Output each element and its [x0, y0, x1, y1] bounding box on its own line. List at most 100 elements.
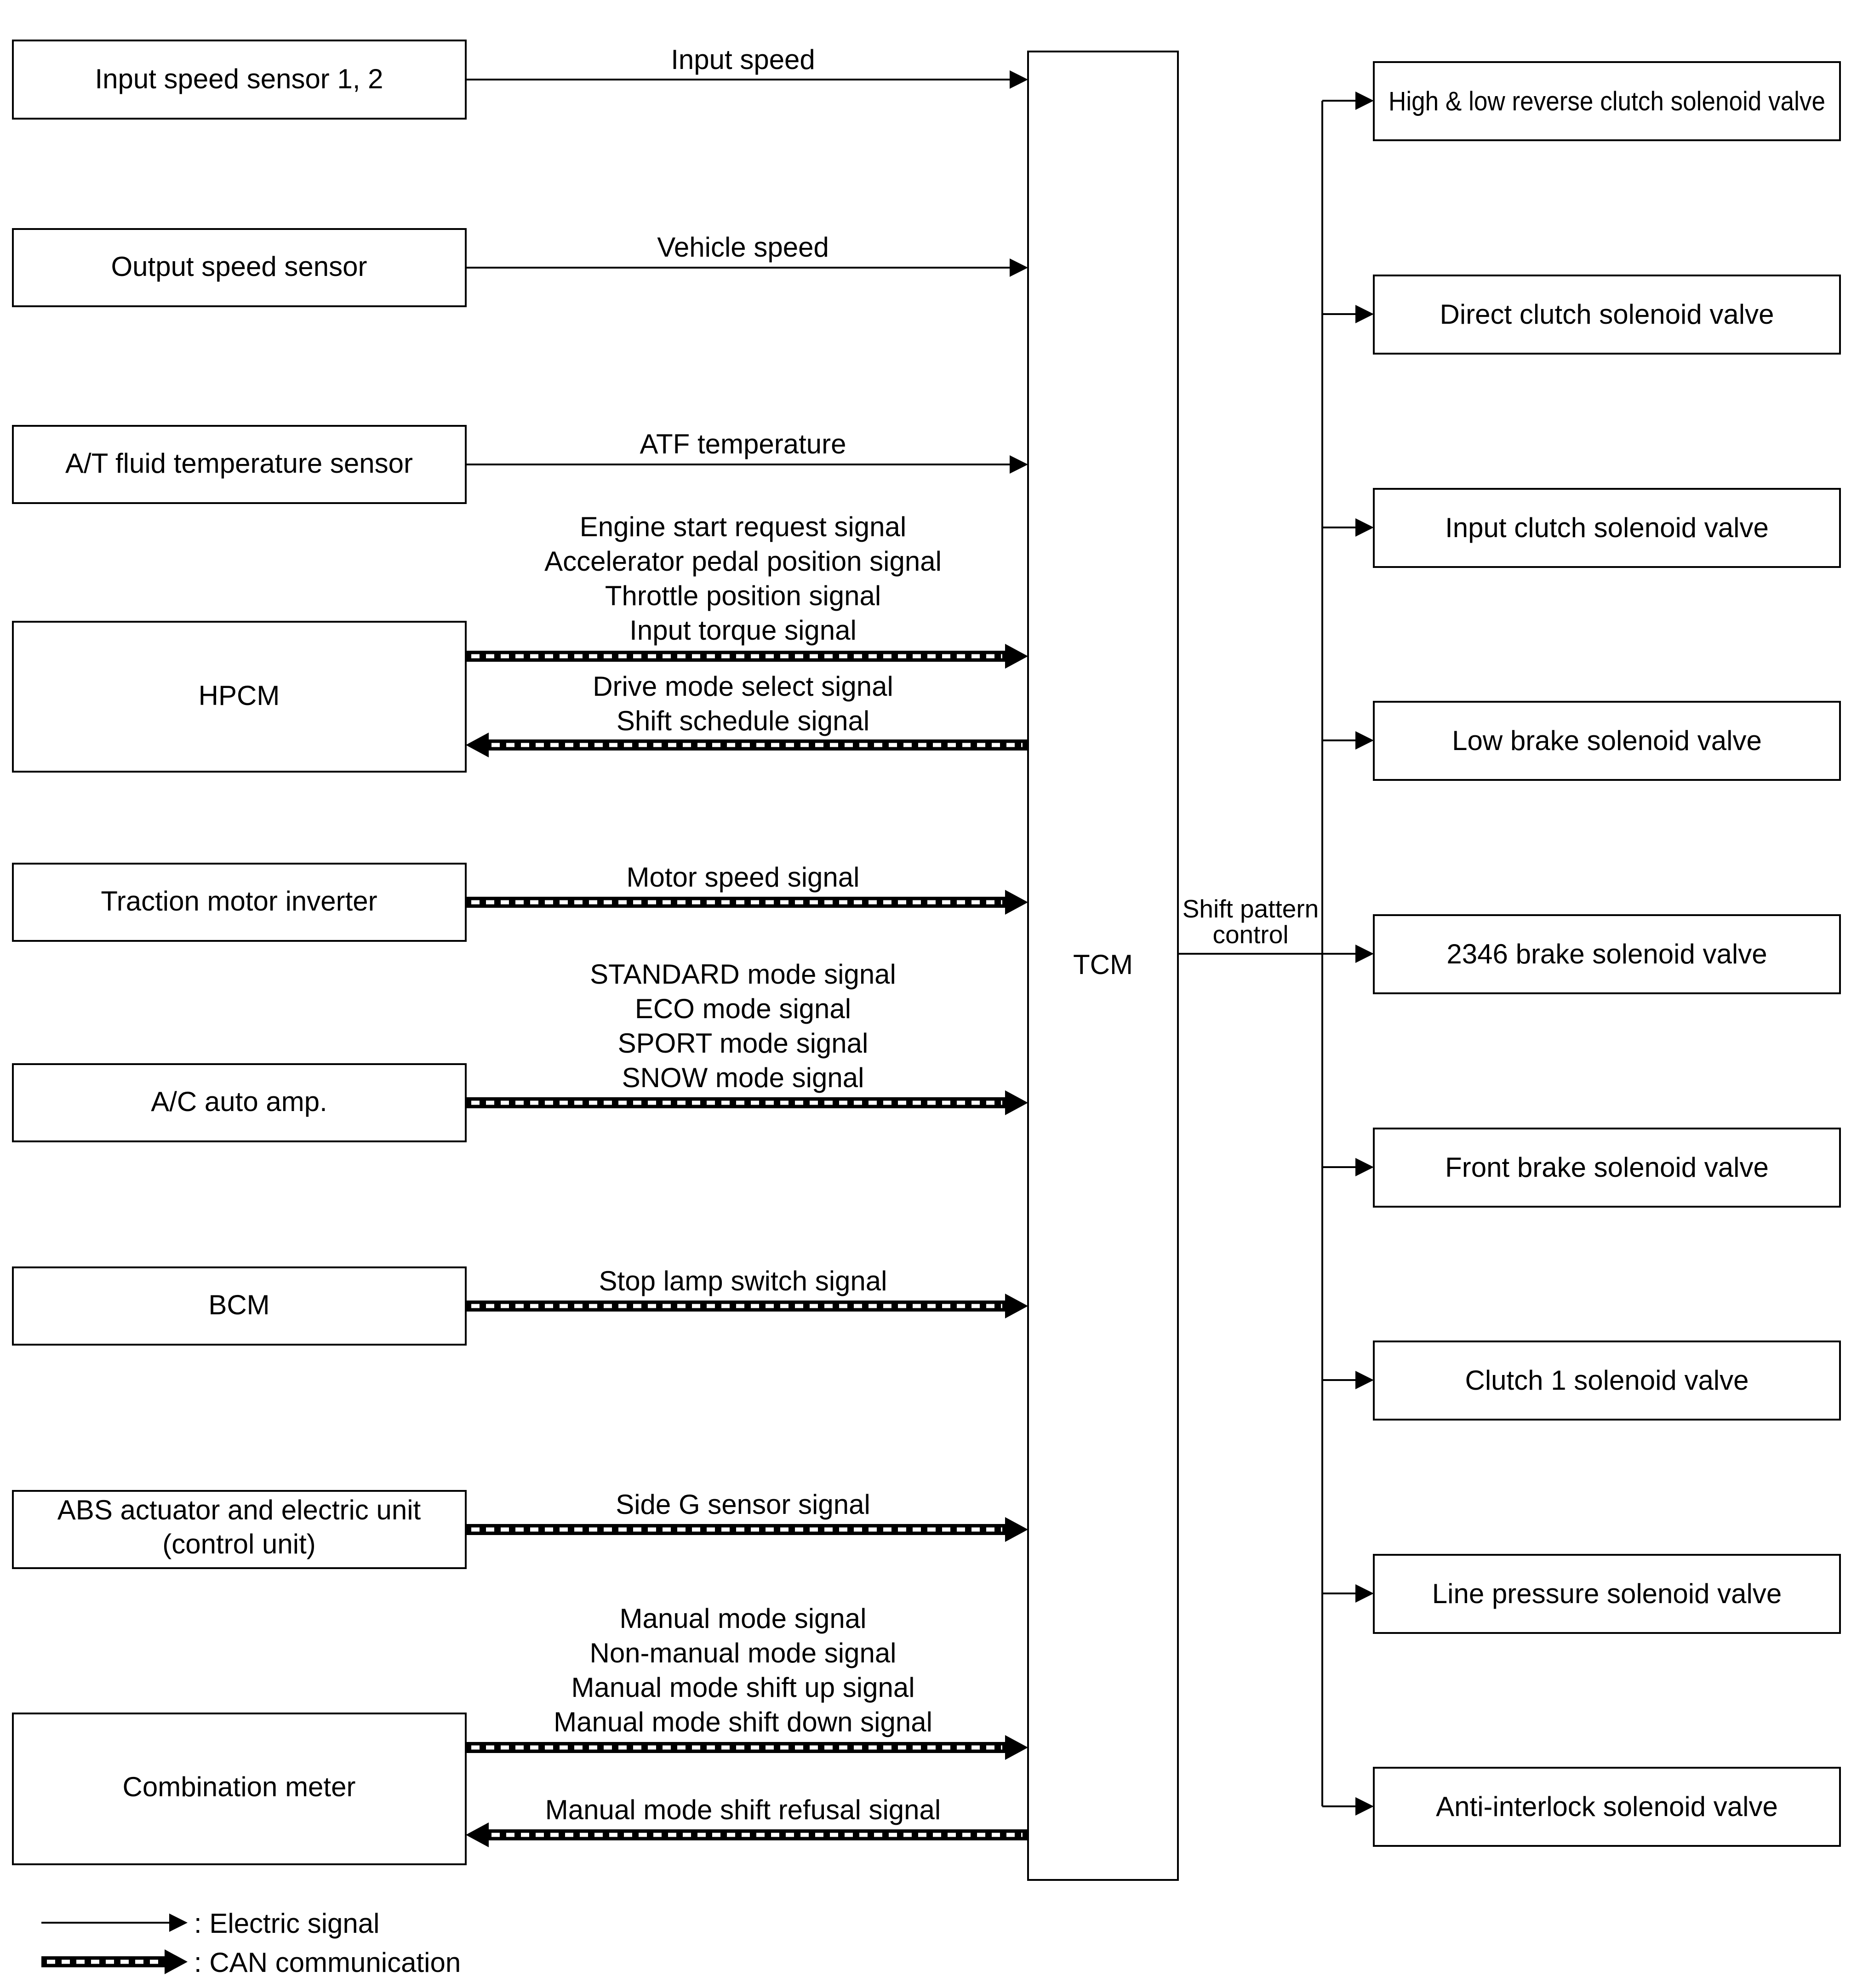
- signal-atf-temperature: ATF temperature: [466, 429, 1028, 474]
- output-speed-sensor-label: Output speed sensor: [111, 251, 367, 282]
- arrow-right-icon: [1010, 70, 1028, 89]
- solenoid-box: [1373, 1554, 1841, 1634]
- traction-motor-inverter-label: Traction motor inverter: [101, 886, 377, 917]
- arrow-right-icon: [1355, 1371, 1374, 1389]
- arrow-right-icon: [1355, 518, 1374, 537]
- signal-label: Input speed: [671, 44, 815, 75]
- ac-auto-amp-label: A/C auto amp.: [151, 1086, 327, 1117]
- arrow-right-icon: [1355, 1158, 1374, 1176]
- output-low-brake: Low brake solenoid valve: [1322, 701, 1841, 781]
- bcm-block: BCM: [12, 1266, 467, 1346]
- can-motor-speed: Motor speed signal: [466, 862, 1028, 915]
- legend-can: : CAN communication: [41, 1947, 461, 1978]
- arrow-left-icon: [466, 733, 489, 757]
- input-speed-sensor-block: Input speed sensor 1, 2: [12, 40, 467, 120]
- legend: : Electric signal : CAN communication: [41, 1908, 461, 1978]
- arrow-right-icon: [1010, 258, 1028, 277]
- arrow-right-icon: [1005, 1294, 1028, 1318]
- hpcm-label: HPCM: [199, 680, 280, 711]
- can-side-g: Side G sensor signal: [466, 1489, 1028, 1542]
- output-input-clutch: Input clutch solenoid valve: [1322, 488, 1841, 568]
- output-2346-brake: 2346 brake solenoid valve: [1322, 914, 1841, 994]
- ac-auto-amp-block: A/C auto amp.: [12, 1063, 467, 1142]
- solenoid-label: Front brake solenoid valve: [1445, 1152, 1769, 1183]
- solenoid-label: Line pressure solenoid valve: [1432, 1578, 1782, 1609]
- can-tcm-to-meter: Manual mode shift refusal signal: [466, 1794, 1028, 1847]
- solenoid-box: [1373, 701, 1841, 781]
- signal-label: Vehicle speed: [657, 232, 829, 263]
- abs-block: ABS actuator and electric unit (control …: [12, 1490, 467, 1569]
- solenoid-label: Low brake solenoid valve: [1452, 725, 1762, 756]
- can-tcm-to-hpcm: Drive mode select signal Shift schedule …: [466, 671, 1028, 757]
- output-direct-clutch: Direct clutch solenoid valve: [1322, 275, 1841, 355]
- signal-label: Engine start request signal: [580, 511, 906, 542]
- arrow-right-icon: [1005, 1517, 1028, 1542]
- signal-input-speed: Input speed: [466, 44, 1028, 89]
- arrow-right-icon: [1355, 1797, 1374, 1816]
- output-line-pressure: Line pressure solenoid valve: [1322, 1554, 1841, 1634]
- hpcm-box: [12, 621, 467, 773]
- solenoid-label: High & low reverse clutch solenoid valve: [1388, 86, 1825, 116]
- output-anti-interlock: Anti-interlock solenoid valve: [1322, 1767, 1841, 1847]
- arrow-right-icon: [165, 1949, 188, 1974]
- atf-temp-sensor-label: A/T fluid temperature sensor: [65, 448, 413, 479]
- tcm-box: [1027, 51, 1179, 1881]
- bcm-label: BCM: [208, 1289, 269, 1320]
- arrow-right-icon: [1010, 455, 1028, 474]
- bcm-box: [12, 1266, 467, 1346]
- signal-label: Manual mode shift down signal: [554, 1707, 932, 1737]
- abs-label-line1: ABS actuator and electric unit: [57, 1495, 421, 1525]
- output-speed-sensor-box: [12, 228, 467, 307]
- signal-label: Side G sensor signal: [616, 1489, 870, 1520]
- signal-label: Drive mode select signal: [593, 671, 893, 702]
- solenoid-box: [1373, 1128, 1841, 1208]
- arrow-right-icon: [1005, 644, 1028, 669]
- tcm-label: TCM: [1073, 949, 1133, 980]
- arrow-right-icon: [1355, 731, 1374, 750]
- solenoid-box: [1373, 275, 1841, 355]
- arrow-right-icon: [1355, 945, 1374, 963]
- abs-label-line2: (control unit): [162, 1529, 315, 1559]
- can-meter-to-tcm: Manual mode signal Non-manual mode signa…: [466, 1603, 1028, 1760]
- combination-meter-label: Combination meter: [123, 1771, 356, 1802]
- signal-label: Shift schedule signal: [617, 705, 869, 736]
- signal-label: Manual mode shift refusal signal: [545, 1794, 941, 1825]
- solenoid-label: Anti-interlock solenoid valve: [1436, 1791, 1778, 1822]
- signal-label: Non-manual mode signal: [589, 1638, 896, 1668]
- solenoid-label: Input clutch solenoid valve: [1445, 512, 1769, 543]
- solenoid-box: [1373, 1341, 1841, 1421]
- atf-temp-sensor-box: [12, 425, 467, 504]
- signal-label: SNOW mode signal: [622, 1062, 864, 1093]
- traction-motor-inverter-block: Traction motor inverter: [12, 863, 467, 942]
- bus-label-line1: Shift pattern: [1183, 894, 1319, 923]
- signal-label: Input torque signal: [629, 615, 857, 646]
- arrow-left-icon: [466, 1822, 489, 1847]
- input-speed-sensor-box: [12, 40, 467, 120]
- can-hpcm-to-tcm: Engine start request signal Accelerator …: [466, 511, 1028, 669]
- tcm-block: TCM: [1027, 51, 1179, 1881]
- solenoid-box: [1373, 61, 1841, 141]
- input-speed-sensor-label: Input speed sensor 1, 2: [95, 63, 383, 94]
- arrow-right-icon: [1005, 1090, 1028, 1115]
- arrow-right-icon: [1005, 890, 1028, 915]
- hpcm-block: HPCM: [12, 621, 467, 773]
- shift-pattern-bus: Shift pattern control: [1178, 101, 1323, 1806]
- arrow-right-icon: [1355, 305, 1374, 323]
- legend-electric-label: : Electric signal: [194, 1908, 379, 1939]
- signal-label: Manual mode signal: [620, 1603, 867, 1634]
- signal-label: Manual mode shift up signal: [571, 1672, 914, 1703]
- combination-meter-block: Combination meter: [12, 1713, 467, 1865]
- solenoid-label: 2346 brake solenoid valve: [1446, 939, 1767, 969]
- traction-motor-inverter-box: [12, 863, 467, 942]
- legend-electric: : Electric signal: [41, 1908, 379, 1939]
- legend-can-label: : CAN communication: [194, 1947, 461, 1978]
- solenoid-box: [1373, 1767, 1841, 1847]
- solenoid-box: [1373, 488, 1841, 568]
- signal-label: Accelerator pedal position signal: [544, 546, 942, 577]
- signal-vehicle-speed: Vehicle speed: [466, 232, 1028, 277]
- atf-temp-sensor-block: A/T fluid temperature sensor: [12, 425, 467, 504]
- signal-label: Motor speed signal: [627, 862, 860, 893]
- signal-label: Throttle position signal: [605, 580, 881, 611]
- solenoid-label: Direct clutch solenoid valve: [1440, 299, 1774, 330]
